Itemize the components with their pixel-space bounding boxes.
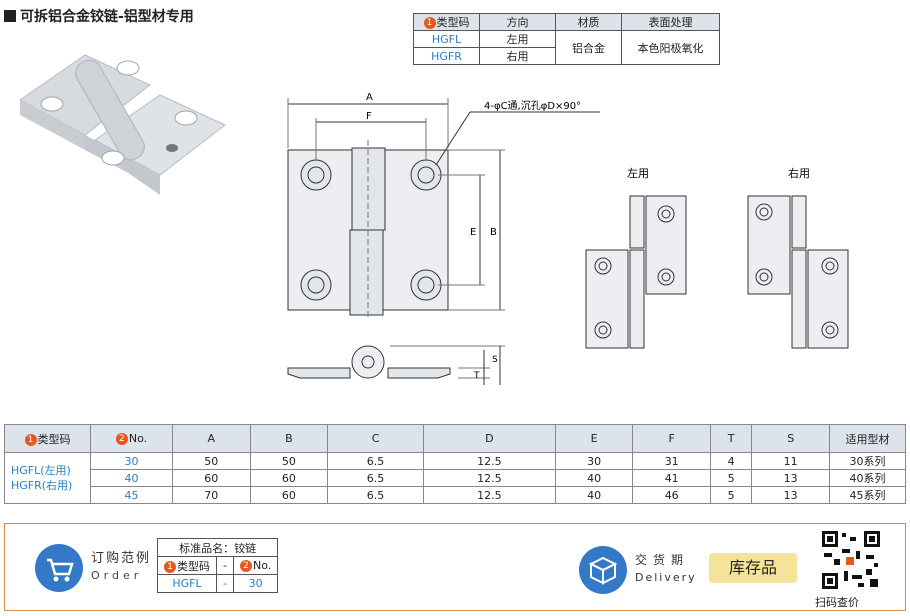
- table-row: 45 70 60 6.5 12.5 40 46 5 13 45系列: [5, 486, 906, 504]
- stock-badge: 库存品: [709, 553, 797, 583]
- order-label: 订购范例 Order: [91, 551, 152, 582]
- qr-label: 扫码查价: [815, 596, 859, 609]
- qr-code-icon[interactable]: [820, 529, 882, 591]
- dim-f-label: F: [366, 111, 372, 122]
- spec-header-finish: 表面处理: [621, 13, 720, 31]
- spec-direction: 左用: [479, 30, 556, 48]
- dims-header-col: C: [327, 424, 424, 453]
- dims-header-col: A: [172, 424, 251, 453]
- spec-finish: 本色阳极氧化: [621, 30, 720, 65]
- dims-header-col: D: [422, 424, 556, 453]
- delivery-label: 交货期 Delivery: [635, 553, 697, 584]
- dims-header-col: B: [249, 424, 329, 453]
- dim-s-label: S: [492, 355, 498, 365]
- delivery-box-icon: [579, 546, 627, 594]
- table-row: HGFL(左用) HGFR(右用) 30 50 50 6.5 12.5 30 3…: [4, 452, 906, 504]
- side-view: [287, 345, 505, 385]
- right-use-label: 右用: [788, 166, 810, 180]
- spec-header-material: 材质: [555, 13, 622, 31]
- title-square-icon: [4, 10, 16, 22]
- front-view: [287, 98, 600, 320]
- dims-header-col: E: [554, 424, 634, 453]
- dims-header-col: T: [709, 424, 753, 453]
- dims-header-col: 适用型材: [829, 424, 906, 453]
- right-use-drawing: [747, 195, 849, 349]
- title-text: 可拆铝合金铰链-铝型材专用: [20, 9, 194, 25]
- dim-a-label: A: [366, 92, 373, 103]
- left-use-label: 左用: [627, 167, 649, 180]
- dims-type-codes: HGFL(左用) HGFR(右用): [4, 452, 91, 504]
- table-row: 40 60 60 6.5 12.5 40 41 5 13 40系列: [5, 469, 906, 487]
- spec-code: HGFR: [413, 47, 480, 65]
- page-title: 可拆铝合金铰链-铝型材专用: [4, 6, 194, 26]
- dim-e-label: E: [470, 227, 476, 238]
- spec-direction: 右用: [479, 47, 556, 65]
- hole-note: 4-φC通,沉孔φD×90°: [484, 99, 581, 112]
- dim-b-label: B: [490, 227, 497, 238]
- dims-header-col: F: [632, 424, 711, 453]
- spec-material: 铝合金: [555, 30, 622, 65]
- dims-header-col: S: [751, 424, 830, 453]
- hinge-drawings: A F E B 4-φC通,沉孔φD×90° T S 左用 右用: [19, 54, 849, 385]
- left-use-drawing: [585, 195, 687, 349]
- dim-t-label: T: [473, 371, 480, 381]
- hinge-3d-image: [19, 54, 226, 195]
- cart-icon: [35, 544, 83, 592]
